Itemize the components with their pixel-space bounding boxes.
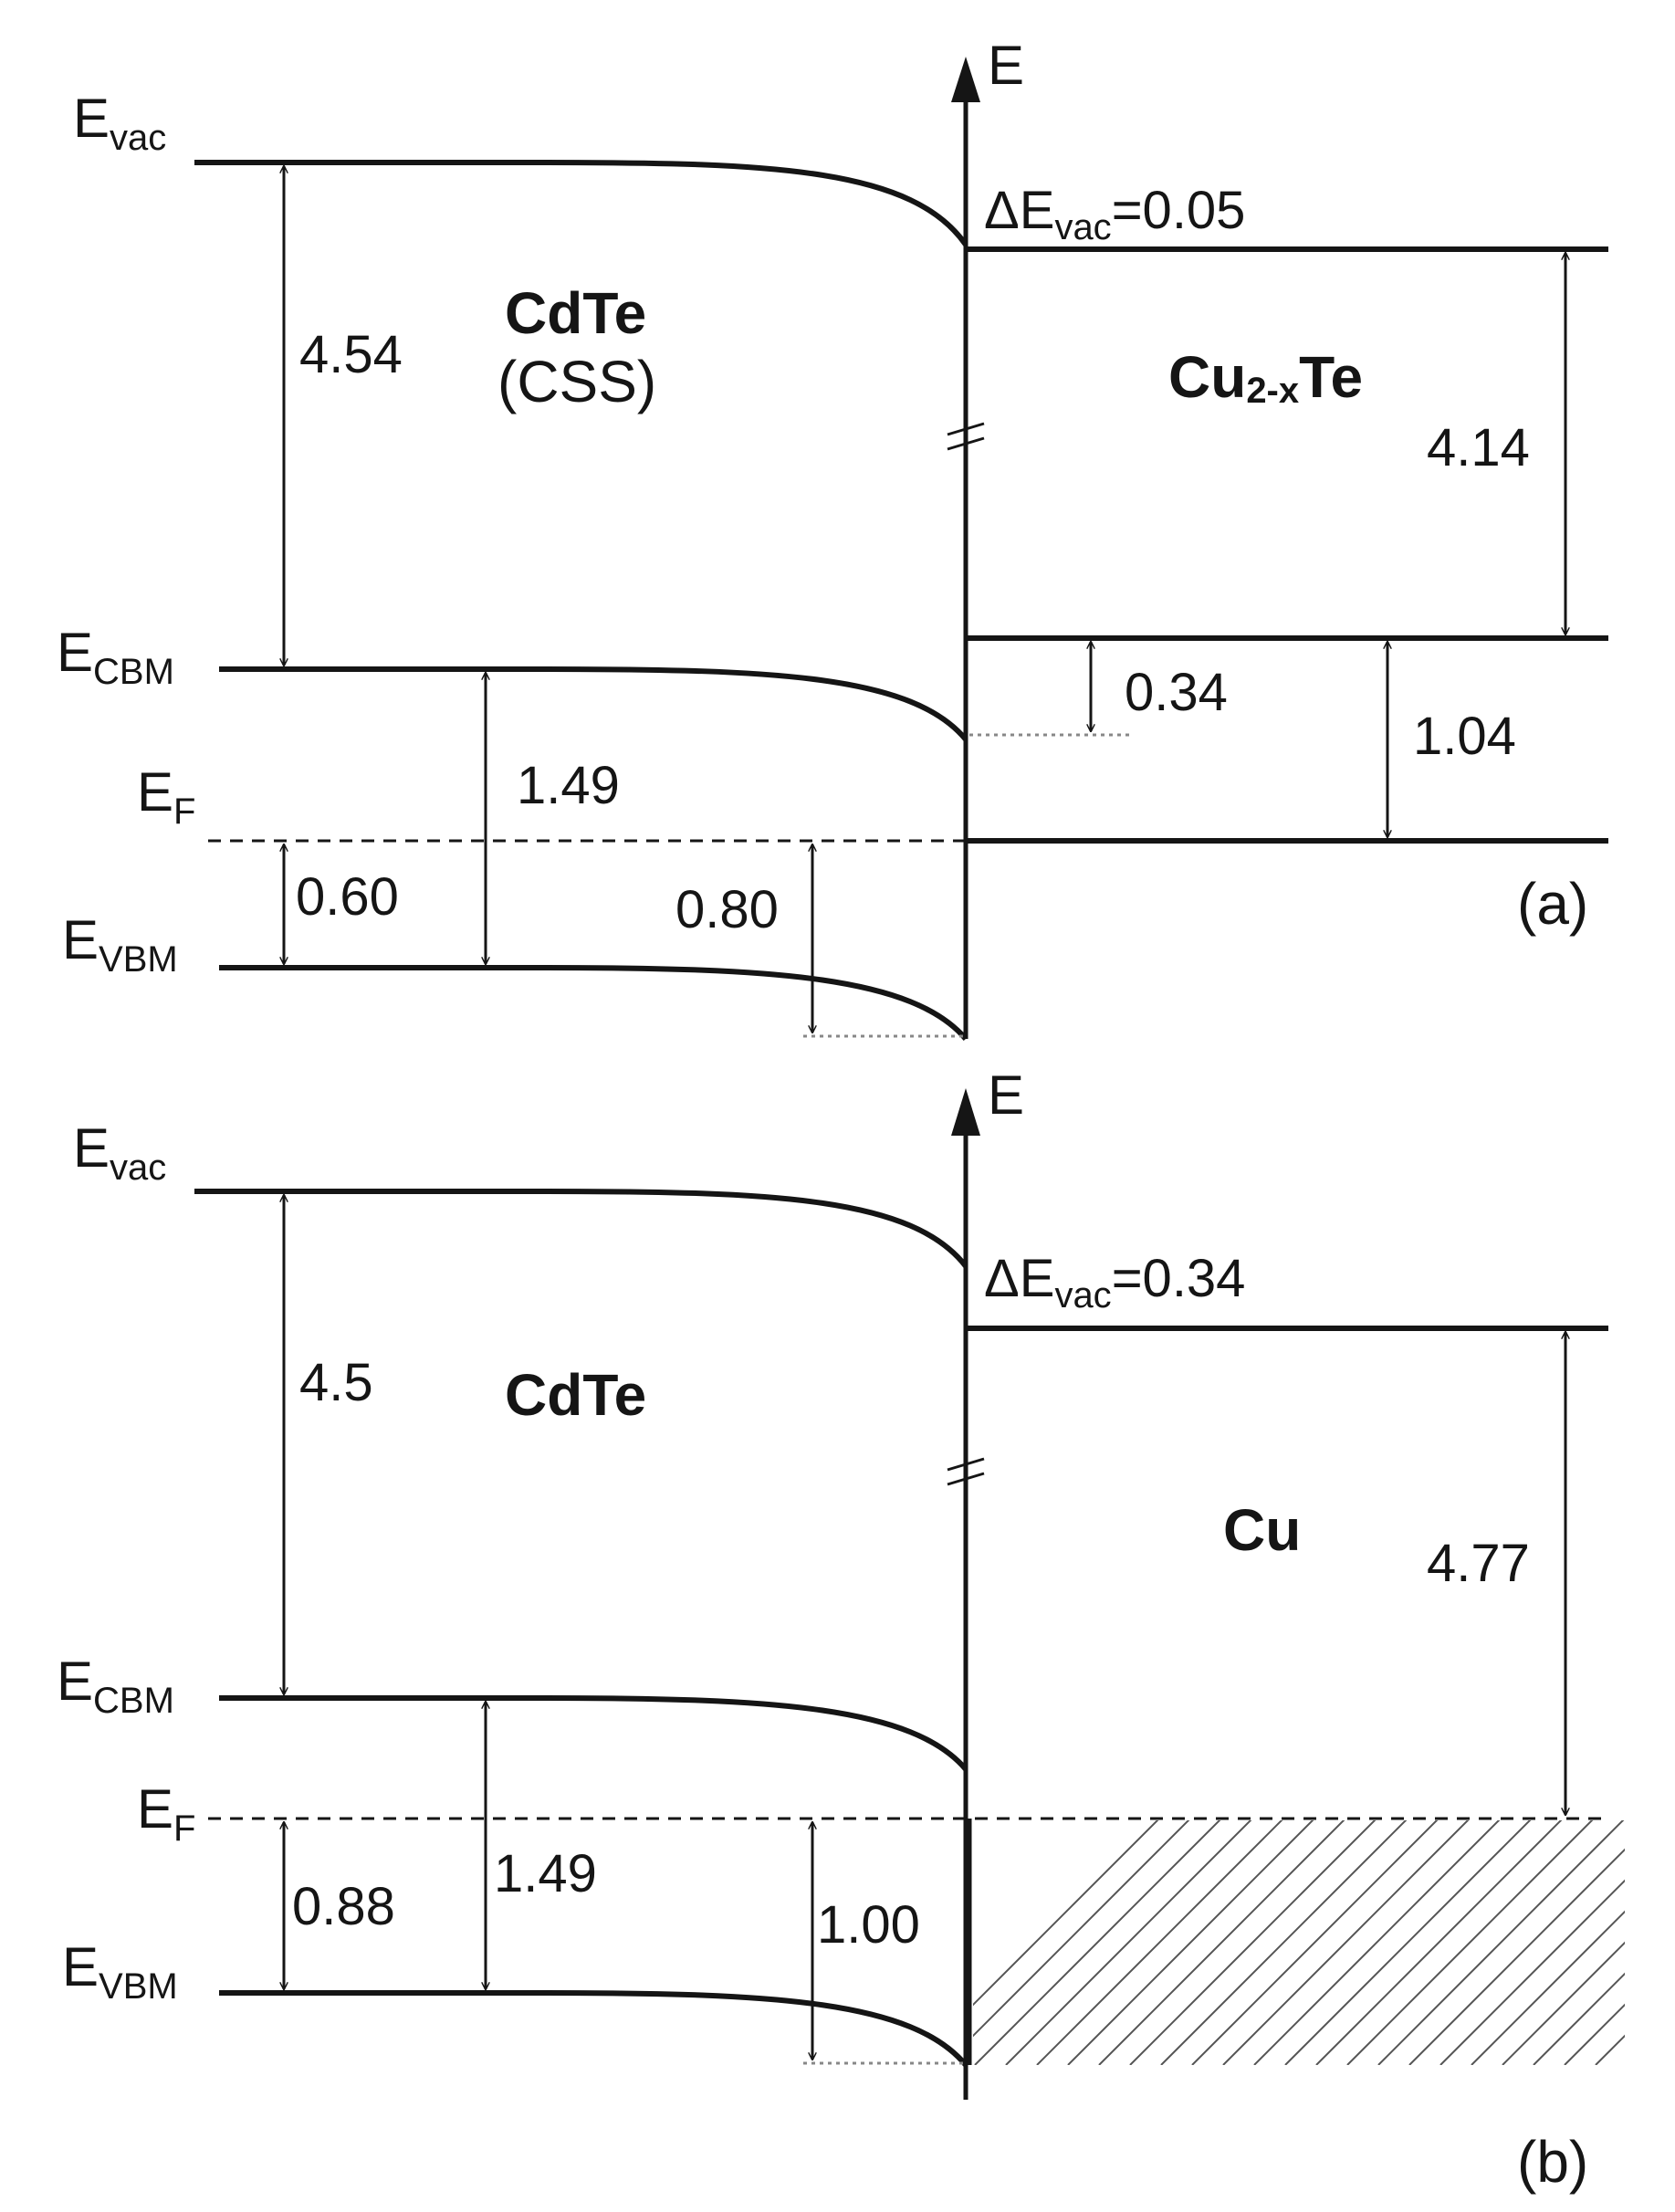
- right-material-label-b: Cu: [1223, 1497, 1301, 1563]
- energy-axis-label-a: E: [988, 35, 1024, 96]
- vacuum-level-line-b: [194, 1189, 968, 1268]
- cbm-line-a: [219, 666, 968, 741]
- work-function-value-b: 4.77: [1427, 1534, 1530, 1593]
- band-gap-value-b: 1.49: [494, 1844, 597, 1903]
- evac-label-a: Evac: [73, 88, 166, 158]
- vbm-line-a: [219, 965, 968, 1041]
- left-material-label-a: CdTe: [505, 280, 646, 346]
- right-affinity-value-a: 4.14: [1427, 418, 1530, 477]
- electron-affinity-value-b: 4.5: [299, 1353, 373, 1412]
- right-cbm-offset-value-a: 0.34: [1125, 663, 1228, 722]
- interface-vbm-value-a: 0.80: [675, 880, 779, 939]
- delta-evac-label-b: ΔEvac=0.34: [984, 1249, 1245, 1316]
- electron-affinity-value-a: 4.54: [299, 325, 403, 384]
- ef-label-a: EF: [137, 761, 195, 832]
- energy-axis-label-b: E: [988, 1064, 1024, 1126]
- vacuum-level-line-a: [194, 160, 968, 246]
- band-gap-value-a: 1.49: [517, 756, 620, 815]
- ecbm-label-b: ECBM: [57, 1651, 174, 1721]
- vbm-line-b: [219, 1990, 968, 2067]
- right-material-label-a: Cu2-xTe: [1168, 344, 1363, 411]
- energy-axis-arrowhead-b: [951, 1088, 980, 1136]
- ef-vbm-value-b: 0.88: [292, 1877, 395, 1936]
- ef-label-b: EF: [137, 1778, 195, 1849]
- panel-a: E Evac ECBM EF EVBM CdTe (CSS) Cu: [57, 35, 1608, 1041]
- panel-label-b: (b): [1517, 2129, 1588, 2195]
- evbm-label-a: EVBM: [62, 909, 178, 980]
- axis-break-b: [947, 1457, 985, 1486]
- interface-vbm-value-b: 1.00: [817, 1895, 920, 1955]
- delta-evac-label-a: ΔEvac=0.05: [984, 181, 1245, 247]
- evac-label-b: Evac: [73, 1117, 166, 1188]
- right-cbm-ef-value-a: 1.04: [1413, 707, 1516, 766]
- energy-axis-arrowhead-a: [951, 57, 980, 102]
- panel-b: E Evac ECBM EF EVBM CdTe Cu ΔE: [57, 1064, 1625, 2195]
- left-material-label-b: CdTe: [505, 1362, 646, 1428]
- ef-vbm-value-a: 0.60: [296, 867, 399, 927]
- panel-label-a: (a): [1517, 871, 1588, 937]
- axis-break-a: [947, 422, 985, 451]
- cbm-line-b: [219, 1695, 968, 1771]
- cu-filled-states-hatch: [973, 1820, 1625, 2065]
- ecbm-label-a: ECBM: [57, 622, 174, 692]
- left-material-note-a: (CSS): [497, 349, 656, 414]
- evbm-label-b: EVBM: [62, 1936, 178, 2007]
